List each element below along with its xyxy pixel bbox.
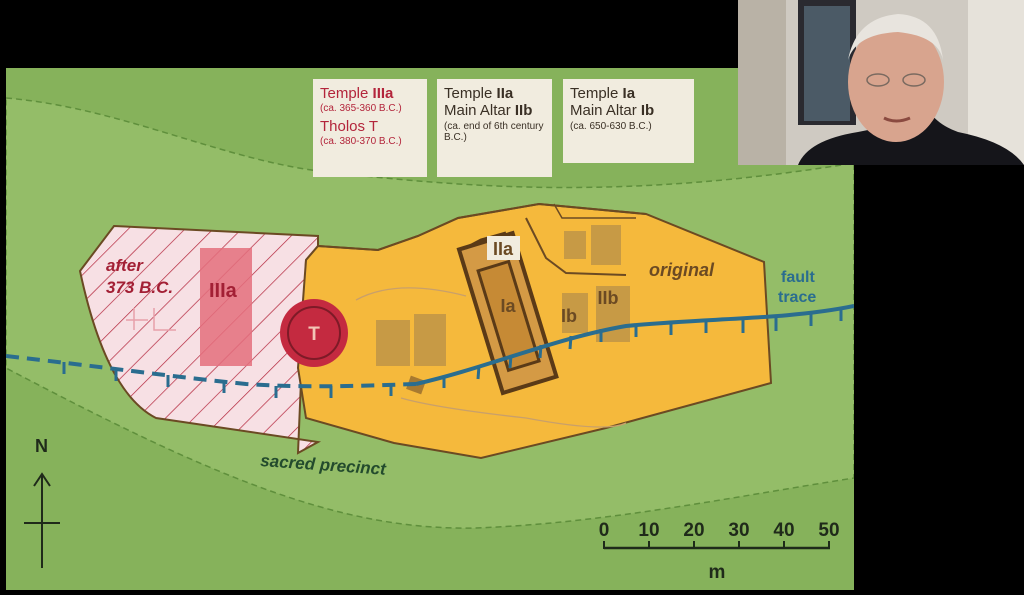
- label-T: T: [308, 324, 320, 345]
- label-Ib: Ib: [561, 306, 577, 326]
- legend-temple-IIa: Temple IIa Main Altar IIb (ca. end of 6t…: [437, 79, 552, 177]
- tholos-T-ring: [287, 306, 341, 360]
- scale-tick-20: 20: [683, 520, 704, 541]
- legend-temple-Ia: Temple Ia Main Altar Ib (ca. 650-630 B.C…: [563, 79, 694, 163]
- legend-temple-Ia-date: (ca. 650-630 B.C.): [570, 120, 652, 132]
- legend-temple-IIIa-date: (ca. 365-360 B.C.): [320, 103, 402, 115]
- legend-temple-Ia-title: Temple Ia: [570, 85, 636, 102]
- presenter-webcam: [738, 0, 1024, 165]
- north-arrow-icon: [24, 472, 60, 568]
- label-original: original: [649, 260, 715, 280]
- label-IIb: IIb: [598, 288, 619, 308]
- wall-inner-2: [553, 203, 636, 219]
- label-fault: fault: [781, 269, 815, 286]
- legend-temple-IIa-date: (ca. end of 6th century B.C.): [444, 120, 544, 144]
- legend-main-altar-IIb: Main Altar IIb: [444, 102, 533, 120]
- scale-tick-0: 0: [599, 520, 610, 541]
- site-plan-map: after 373 B.C. IIIa T IIa Ia Ib IIb orig…: [6, 68, 854, 590]
- label-373-bc: 373 B.C.: [106, 278, 173, 297]
- legend-main-altar-Ib: Main Altar Ib: [570, 102, 655, 120]
- building-3: [564, 231, 586, 259]
- legend-tholos-T: Tholos T: [320, 117, 379, 135]
- scale-tick-50: 50: [818, 520, 839, 541]
- wall-inner-1: [525, 217, 627, 276]
- building-4: [591, 225, 621, 265]
- building-1: [376, 320, 410, 366]
- temple-IIa: [456, 230, 559, 396]
- scale-tick-40: 40: [773, 520, 794, 541]
- legend-temple-IIa-title: Temple IIa: [444, 85, 514, 102]
- later-precinct-hatch: [78, 224, 322, 455]
- path-line-2: [400, 397, 627, 428]
- scale-bar: 0 10 20 30 40 50 m: [599, 520, 840, 583]
- label-N: N: [35, 436, 48, 456]
- temple-IIIa: [200, 248, 252, 366]
- fault-trace-ticks: [62, 308, 843, 398]
- tholos-T: [280, 299, 348, 367]
- temple-Ia: [476, 259, 541, 373]
- legend-tholos-T-date: (ca. 380-370 B.C.): [320, 136, 402, 147]
- scale-tick-10: 10: [638, 520, 659, 541]
- wall-north: [317, 202, 647, 252]
- label-trace: trace: [778, 289, 816, 306]
- main-altar-Ib: [562, 293, 588, 333]
- temple-IIa-forecourt: [465, 231, 507, 250]
- foundation-marks: [126, 308, 176, 331]
- label-IIIa: IIIa: [209, 280, 238, 302]
- scale-tick-30: 30: [728, 520, 749, 541]
- fault-trace-western: [6, 354, 417, 389]
- label-after: after: [106, 256, 144, 275]
- label-Ia: Ia: [500, 296, 516, 316]
- path-line: [355, 287, 467, 301]
- fault-trace-eastern: [415, 304, 854, 386]
- legend-tholos-temple-IIIa: Temple IIIa (ca. 365-360 B.C.) Tholos T …: [313, 79, 427, 177]
- scale-unit: m: [709, 562, 726, 583]
- legend-temple-IIIa: Temple IIIa: [320, 85, 394, 102]
- label-IIa-bg: [487, 236, 520, 260]
- label-IIa: IIa: [493, 239, 514, 259]
- building-2: [414, 314, 446, 366]
